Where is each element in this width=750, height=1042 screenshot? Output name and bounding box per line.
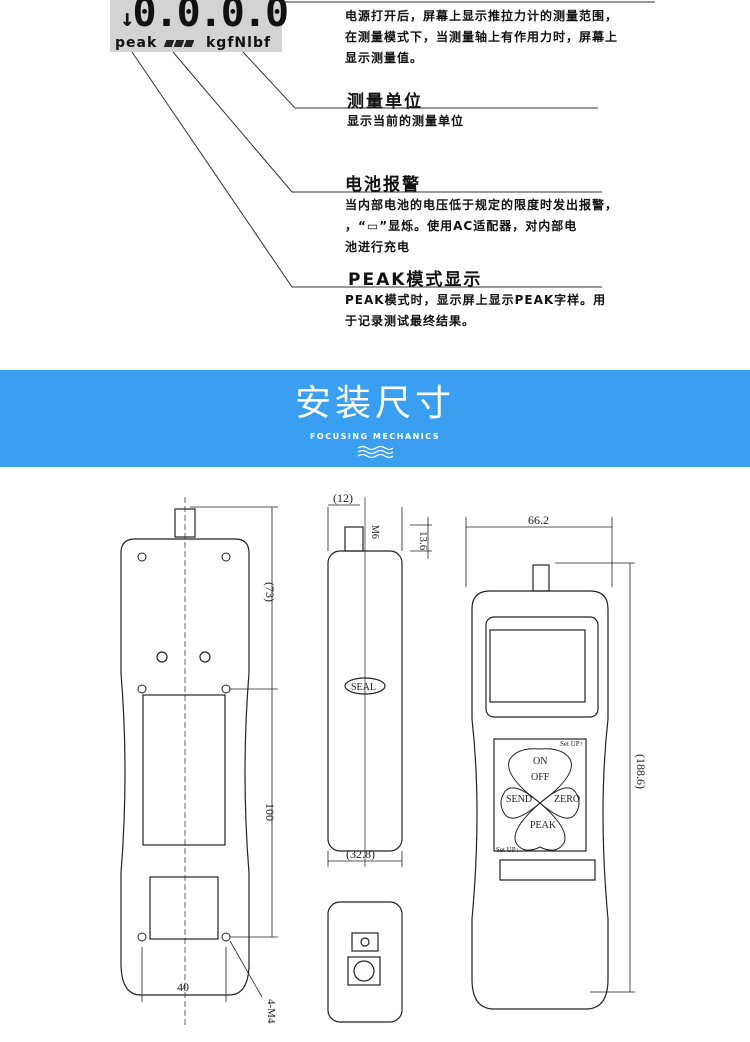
dim-thread: M6 — [369, 525, 380, 539]
section-title-peak: PEAK模式显示 — [348, 270, 483, 290]
button-send: SEND — [506, 794, 532, 805]
dim-mid-length: 100 — [263, 803, 277, 821]
waves-icon — [357, 445, 393, 459]
banner-subtitle: FOCUSING MECHANICS — [309, 432, 441, 441]
dimension-drawing: (12) M6 13.6 66.2 (73) 100 40 4-M4 (32.8… — [120, 491, 648, 1027]
lcd-peak-label: peak — [115, 35, 158, 51]
back-shaft — [174, 508, 196, 538]
dim-top-length: (73) — [263, 582, 277, 602]
section-battery-desc: 当内部电池的电压低于规定的限度时发出报警，，“▭”显烁。使用AC适配器，对内部电… — [345, 198, 619, 254]
lcd-units-label: kgfNlbf — [206, 35, 272, 51]
section-title-battery: 电池报警 — [345, 175, 421, 195]
button-on: ON — [533, 756, 547, 767]
button-peak: PEAK — [530, 820, 557, 831]
callout-lines — [131, 1, 655, 288]
front-body — [471, 590, 609, 1010]
dim-depth: (32.8) — [346, 847, 375, 861]
back-body — [120, 538, 250, 996]
section-title-unit: 测量单位 — [347, 92, 423, 112]
banner-title: 安装尺寸 — [294, 383, 455, 424]
setup-down-label: Set UP↓ — [496, 846, 519, 854]
setup-up-label: Set UP↑ — [560, 740, 583, 748]
down-arrow-icon: ↓ — [120, 4, 135, 32]
lcd-digits: ↓0.0.0.0 — [120, 0, 289, 36]
dim-hole-span: 40 — [177, 980, 189, 994]
section-display-desc: 电源打开后，屏幕上显示推拉力计的测量范围，在测量模式下，当测量轴上有作用力时，屏… — [345, 9, 619, 65]
section-peak-desc: PEAK模式时，显示屏上显示PEAK字样。用于记录测试最终结果。 — [345, 293, 607, 328]
dim-side-width: (12) — [333, 491, 353, 505]
seal-label: SEAL — [351, 682, 376, 693]
dim-holes: 4-M4 — [265, 999, 277, 1024]
section-banner: 安装尺寸 FOCUSING MECHANICS — [0, 370, 750, 467]
section-unit-desc: 显示当前的测量单位 — [347, 114, 465, 128]
dim-thread-length: 13.6 — [417, 531, 429, 551]
dim-total-length: (188.6) — [634, 754, 648, 789]
button-off: OFF — [531, 772, 550, 783]
button-zero: ZERO — [554, 794, 580, 805]
lcd-display-illustration: ↓0.0.0.0 peak kgfNlbf — [110, 0, 289, 52]
dim-front-width: 66.2 — [528, 513, 549, 527]
